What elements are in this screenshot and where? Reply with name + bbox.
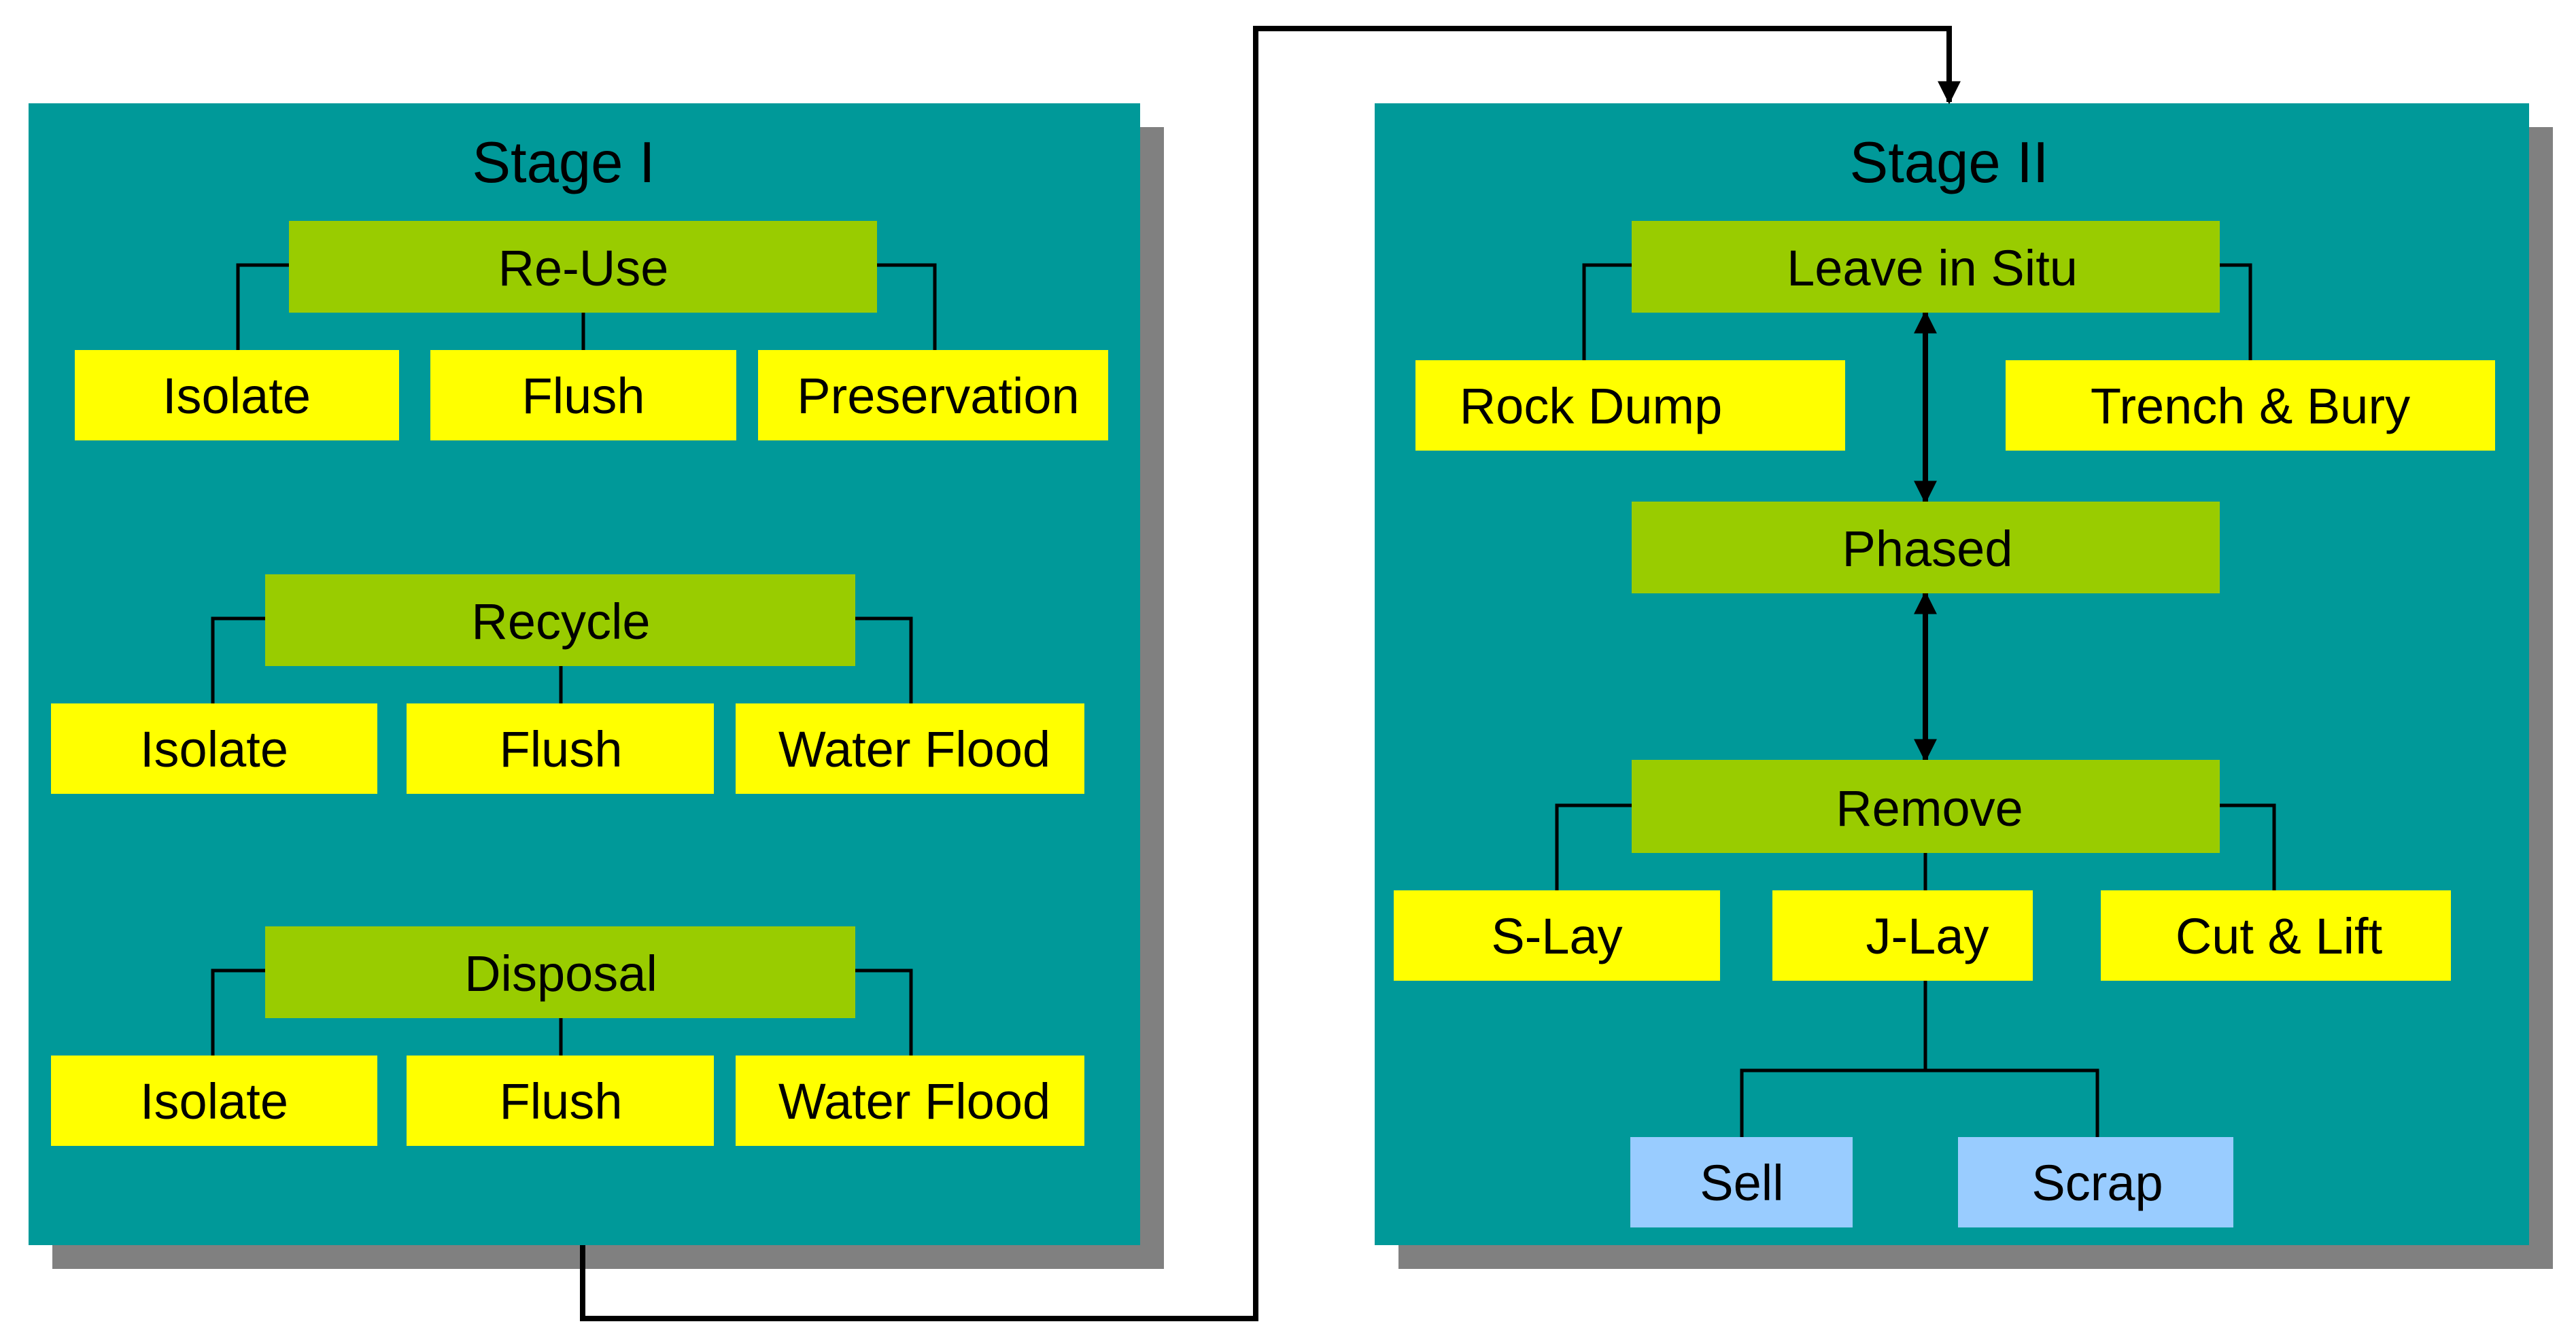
method-cut-lift	[2101, 890, 2451, 981]
stage2-remove-group: Remove S-Lay J-Lay Cut & Lift	[1394, 760, 2451, 981]
outcome-scrap-label: Scrap	[2031, 1155, 2163, 1211]
method-trench-bury-label: Trench & Bury	[2091, 378, 2410, 434]
category-leave-in-situ-label: Leave in Situ	[1787, 240, 2078, 296]
method-cut-lift-label: Cut & Lift	[2176, 908, 2383, 964]
outcome-scrap	[1958, 1137, 2233, 1227]
category-disposal	[265, 926, 855, 1018]
method-flush	[407, 703, 714, 794]
category-recycle	[265, 574, 855, 666]
method-j-lay-label: J-Lay	[1866, 908, 1989, 964]
stage1-disposal-group: Disposal Isolate Flush Water Flood	[51, 926, 1084, 1146]
method-isolate	[51, 1056, 377, 1146]
category-phased-label: Phased	[1842, 521, 2013, 577]
method-flush	[430, 350, 736, 440]
category-remove	[1632, 760, 2220, 853]
method-isolate-label: Isolate	[162, 368, 311, 424]
stage2-title: Stage II	[1850, 130, 2049, 195]
method-preservation-label: Preservation	[797, 368, 1079, 424]
stage2-leave-in-situ-group: Leave in Situ Rock Dump Trench & Bury	[1415, 221, 2495, 451]
method-trench-bury	[2006, 360, 2495, 451]
outcome-sell-label: Sell	[1700, 1155, 1783, 1211]
outcome-sell	[1630, 1137, 1853, 1227]
method-flush-label: Flush	[500, 1073, 623, 1130]
method-preservation	[758, 350, 1108, 440]
method-j-lay	[1772, 890, 2033, 981]
stage1-connectors	[211, 263, 937, 1056]
method-isolate-label: Isolate	[140, 1073, 288, 1130]
stage1-to-stage2-connector	[580, 26, 1961, 1321]
method-rock-dump-label: Rock Dump	[1460, 378, 1723, 434]
method-water-flood	[736, 703, 1084, 794]
category-remove-label: Remove	[1836, 780, 2023, 837]
method-water-flood-label: Water Flood	[778, 1073, 1050, 1130]
stage2-phased-group: Phased	[1632, 502, 2220, 593]
category-phased	[1632, 502, 2220, 593]
category-reuse	[289, 221, 877, 313]
category-reuse-label: Re-Use	[498, 240, 669, 296]
stage1-reuse-group: Re-Use Isolate Flush Preservation	[75, 221, 1108, 440]
method-water-flood-label: Water Flood	[778, 721, 1050, 778]
method-flush-label: Flush	[522, 368, 645, 424]
stage2-connectors	[1555, 263, 2276, 1137]
stage1-recycle-group: Recycle Isolate Flush Water Flood	[51, 574, 1084, 794]
method-rock-dump	[1415, 360, 1845, 451]
method-s-lay	[1394, 890, 1720, 981]
method-flush-label: Flush	[500, 721, 623, 778]
stage1-title: Stage I	[472, 130, 655, 195]
method-flush	[407, 1056, 714, 1146]
method-isolate-label: Isolate	[140, 721, 288, 778]
method-water-flood	[736, 1056, 1084, 1146]
category-recycle-label: Recycle	[471, 593, 650, 650]
method-isolate	[51, 703, 377, 794]
category-disposal-label: Disposal	[464, 945, 657, 1002]
category-leave-in-situ	[1632, 221, 2220, 313]
stage2-outcomes-group: Sell Scrap	[1630, 1137, 2233, 1227]
method-isolate	[75, 350, 399, 440]
method-s-lay-label: S-Lay	[1491, 908, 1622, 964]
